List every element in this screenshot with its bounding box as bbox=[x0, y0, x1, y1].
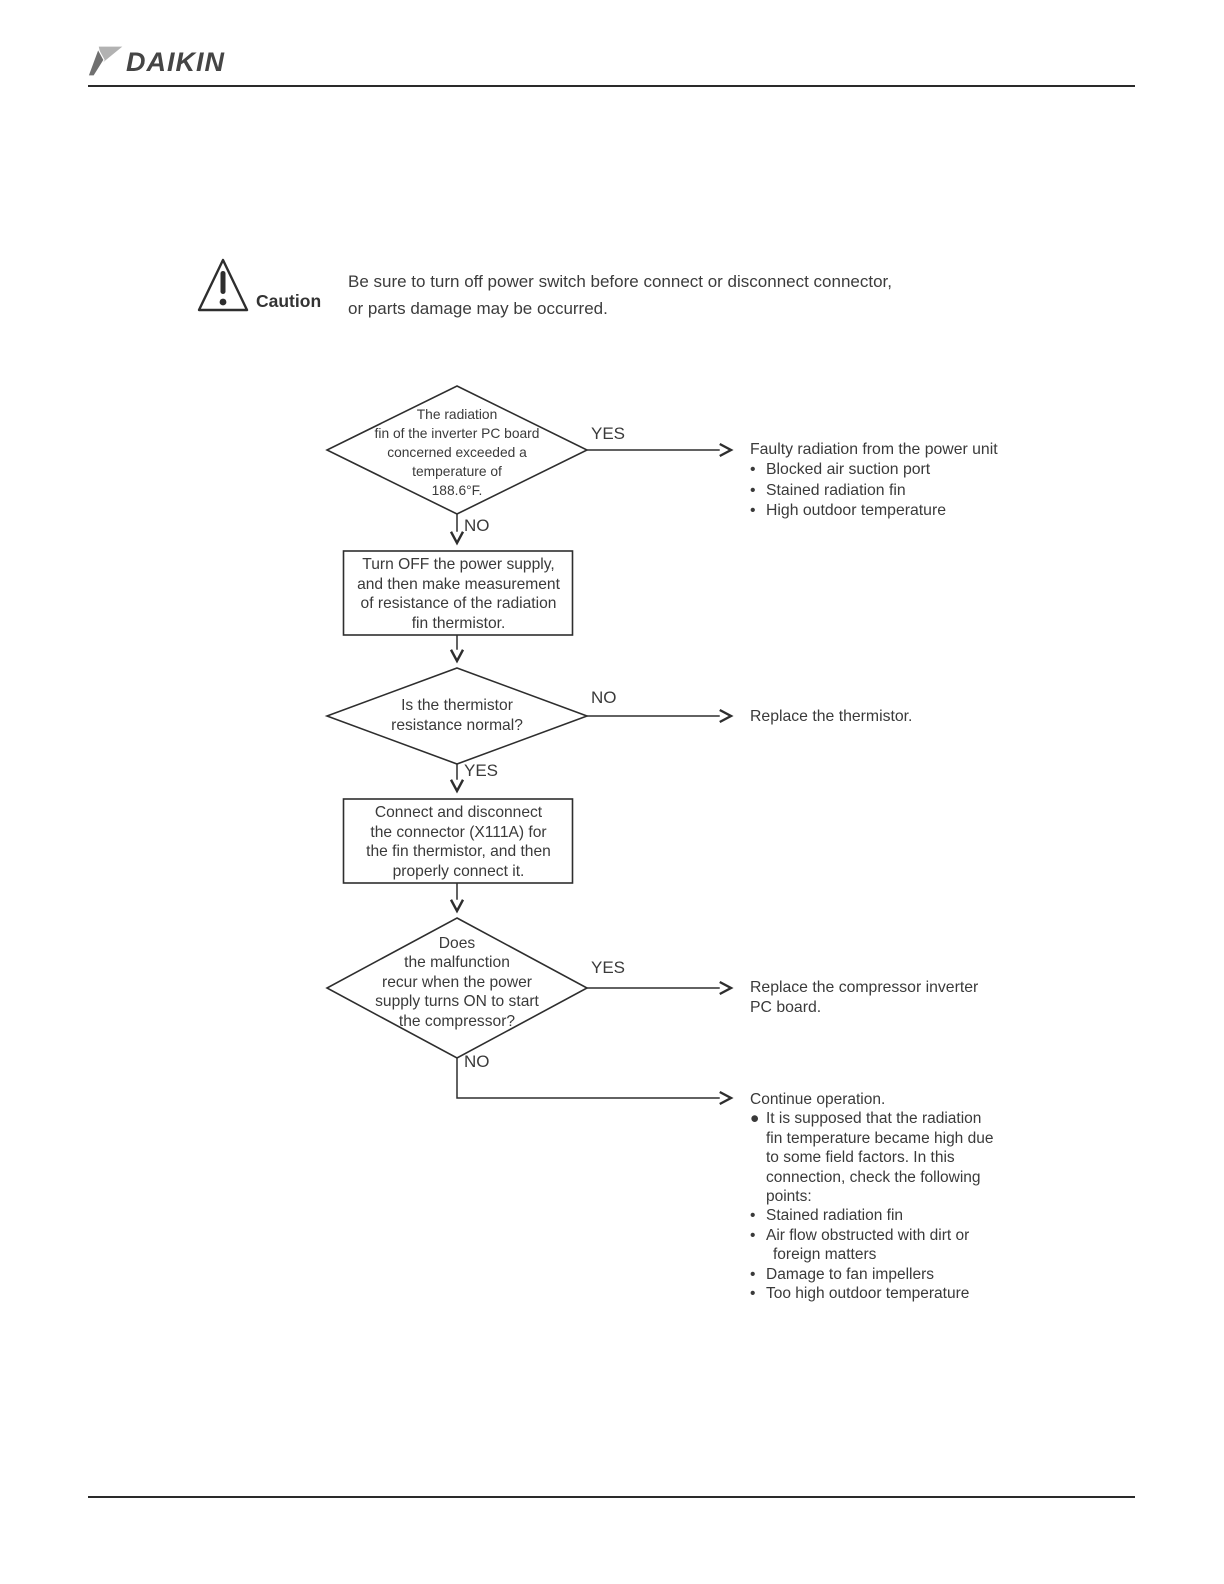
outcome4-title: Continue operation. bbox=[750, 1091, 886, 1108]
arrow-no-3 bbox=[456, 1058, 734, 1106]
warning-triangle-icon bbox=[197, 258, 249, 312]
outcome4: Continue operation. ● It is supposed tha… bbox=[750, 1090, 993, 1303]
no-label-1: NO bbox=[464, 516, 490, 535]
footer-divider bbox=[88, 1496, 1135, 1498]
outcome1-bullet: • High outdoor temperature bbox=[750, 501, 998, 521]
outcome4-bullet: • Air flow obstructed with dirt or forei… bbox=[750, 1226, 970, 1264]
logo-dark-triangle bbox=[88, 47, 105, 77]
outcome3-line: PC board. bbox=[750, 999, 822, 1017]
decision1-line: fin of the inverter PC board bbox=[374, 426, 540, 441]
decision2-line: Is the thermistor bbox=[401, 697, 513, 714]
decision3-line: Does bbox=[438, 935, 476, 952]
outcome3-line: Replace the compressor inverter bbox=[750, 979, 979, 996]
process2-line: properly connect it. bbox=[392, 862, 525, 880]
decision1-text: The radiation fin of the inverter PC boa… bbox=[332, 405, 582, 500]
yes-label-3: YES bbox=[591, 958, 626, 977]
outcome3: Replace the compressor inverter PC board… bbox=[750, 978, 978, 1019]
decision1-line: temperature of bbox=[412, 464, 502, 479]
decision1-line: concerned exceeded a bbox=[387, 445, 527, 460]
daikin-logo-mark bbox=[88, 46, 124, 77]
process1-text: Turn OFF the power supply, and then make… bbox=[344, 555, 573, 633]
process1-line: of resistance of the radiation bbox=[360, 595, 557, 613]
no-label-3: NO bbox=[464, 1052, 490, 1071]
outcome4-note-lines: It is supposed that the radiation fin te… bbox=[766, 1110, 994, 1206]
process2-text: Connect and disconnect the connector (X1… bbox=[344, 803, 573, 881]
bullet-icon: • bbox=[750, 461, 756, 479]
caution-label: Caution bbox=[256, 291, 322, 311]
process1-line: and then make measurement bbox=[357, 575, 560, 593]
bullet-icon: • bbox=[750, 502, 756, 520]
bullet-icon: • bbox=[750, 1265, 756, 1283]
outcome4-bullet: • Damage to fan impellers bbox=[750, 1265, 934, 1283]
outcome1-title: Faulty radiation from the power unit bbox=[750, 441, 998, 458]
bullet-icon: • bbox=[750, 481, 756, 499]
decision2-line: resistance normal? bbox=[391, 716, 523, 734]
no-label-2: NO bbox=[591, 688, 617, 707]
process1-line: fin thermistor. bbox=[411, 614, 506, 632]
caution-line-1: Be sure to turn off power switch before … bbox=[348, 272, 892, 291]
decision1-line: 188.6°F. bbox=[431, 483, 483, 498]
outcome1-bullet: • Stained radiation fin bbox=[750, 481, 998, 501]
outcome2-title: Replace the thermistor. bbox=[750, 708, 913, 725]
process1-line: Turn OFF the power supply, bbox=[362, 556, 555, 573]
outcome1-bullet: • Blocked air suction port bbox=[750, 460, 998, 480]
yes-label-2: YES bbox=[464, 761, 499, 780]
decision3-text: Does the malfunction recur when the powe… bbox=[337, 934, 577, 1031]
outcome4-note: ● It is supposed that the radiation fin … bbox=[750, 1109, 993, 1206]
caution-line-2: or parts damage may be occurred. bbox=[348, 299, 608, 318]
decision3-line: the malfunction bbox=[404, 954, 510, 972]
bullet-icon: • bbox=[750, 1207, 756, 1225]
yes-label-1: YES bbox=[591, 424, 626, 443]
decision3-line: the compressor? bbox=[398, 1012, 516, 1030]
header-divider bbox=[88, 85, 1135, 87]
process2-line: the connector (X111A) for bbox=[370, 823, 547, 841]
daikin-logo-text: DAIKIN bbox=[126, 47, 225, 77]
decision3-line: supply turns ON to start bbox=[375, 993, 539, 1011]
outcome2: Replace the thermistor. bbox=[750, 707, 912, 727]
decision3-line: recur when the power bbox=[382, 973, 532, 991]
caution-text: Be sure to turn off power switch before … bbox=[348, 268, 892, 322]
outcome4-bullet: • Stained radiation fin bbox=[750, 1207, 904, 1225]
outcome1: Faulty radiation from the power unit • B… bbox=[750, 440, 998, 522]
bullet-icon: • bbox=[750, 1285, 756, 1303]
outcome4-bullet: • Too high outdoor temperature bbox=[750, 1285, 970, 1303]
filled-bullet-icon: ● bbox=[750, 1110, 760, 1128]
process2-line: the fin thermistor, and then bbox=[366, 843, 551, 861]
decision1-line: The radiation bbox=[416, 407, 498, 422]
bullet-icon: • bbox=[750, 1226, 756, 1244]
decision2-text: Is the thermistor resistance normal? bbox=[347, 696, 567, 735]
process2-line: Connect and disconnect bbox=[374, 804, 543, 821]
